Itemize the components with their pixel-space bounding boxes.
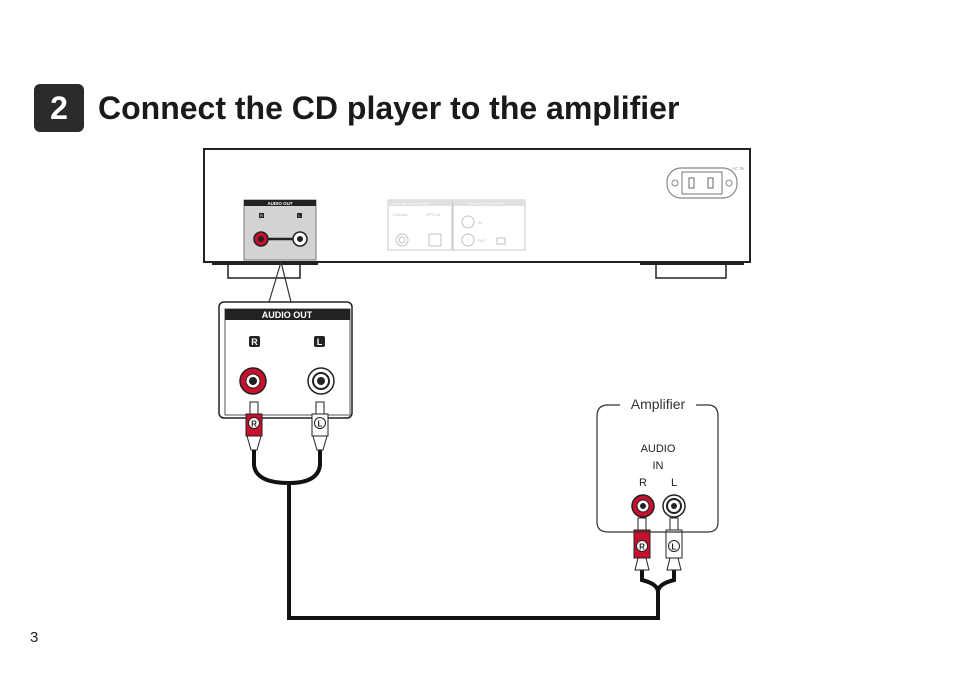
amplifier-label: Amplifier — [631, 396, 686, 412]
svg-text:L: L — [318, 420, 323, 429]
svg-text:L: L — [298, 213, 301, 218]
red-output-jack — [239, 367, 267, 395]
amp-channel-l: L — [671, 477, 677, 489]
amp-red-input-jack — [631, 494, 655, 518]
red-plug-amp: R — [633, 517, 651, 571]
white-output-jack — [307, 367, 335, 395]
svg-text:AUDIO OUT: AUDIO OUT — [267, 201, 293, 206]
white-plug-cd: L — [311, 401, 329, 451]
svg-text:DIGITAL AUDIO OUT: DIGITAL AUDIO OUT — [392, 201, 431, 206]
svg-text:L: L — [672, 543, 677, 552]
svg-text:R: R — [251, 420, 257, 429]
ac-inlet: AC IN — [666, 166, 744, 199]
ac-in-label: AC IN — [732, 166, 744, 171]
svg-text:OUT: OUT — [478, 239, 486, 243]
channel-l-label: L — [317, 337, 323, 347]
svg-text:COAXIAL: COAXIAL — [393, 213, 408, 217]
svg-text:OPTICAL: OPTICAL — [426, 213, 441, 217]
cd-player-rear-panel: AC IN DIGITAL AUDIO OUT COAXIAL OPTICAL … — [203, 148, 751, 279]
amp-channel-r: R — [639, 477, 647, 489]
amplifier-panel: Amplifier AUDIO IN R L — [596, 396, 719, 533]
rca-cable: R L R L — [245, 401, 683, 620]
audio-in-label-line2: IN — [653, 460, 664, 472]
amp-white-input-jack — [662, 494, 686, 518]
red-plug-cd: R — [245, 401, 263, 451]
svg-text:IN: IN — [478, 221, 482, 225]
audio-out-small-panel: AUDIO OUT R L — [243, 199, 317, 261]
svg-text:R: R — [639, 543, 645, 552]
audio-out-label: AUDIO OUT — [262, 310, 313, 320]
step-number-badge: 2 — [34, 84, 84, 132]
white-plug-amp: L — [665, 517, 683, 571]
page-number: 3 — [30, 629, 39, 646]
svg-text:R: R — [260, 213, 263, 218]
page-title: Connect the CD player to the amplifier — [98, 90, 680, 126]
remote-control-section: REMOTE CONTROL IN OUT — [452, 199, 526, 251]
zoom-callout-lines — [268, 261, 292, 303]
audio-out-zoom-panel: AUDIO OUT R L — [218, 301, 353, 419]
channel-r-label: R — [251, 337, 258, 347]
svg-text:REMOTE CONTROL: REMOTE CONTROL — [468, 201, 507, 206]
audio-in-label-line1: AUDIO — [641, 443, 676, 455]
digital-audio-out-section: DIGITAL AUDIO OUT COAXIAL OPTICAL — [387, 199, 453, 251]
